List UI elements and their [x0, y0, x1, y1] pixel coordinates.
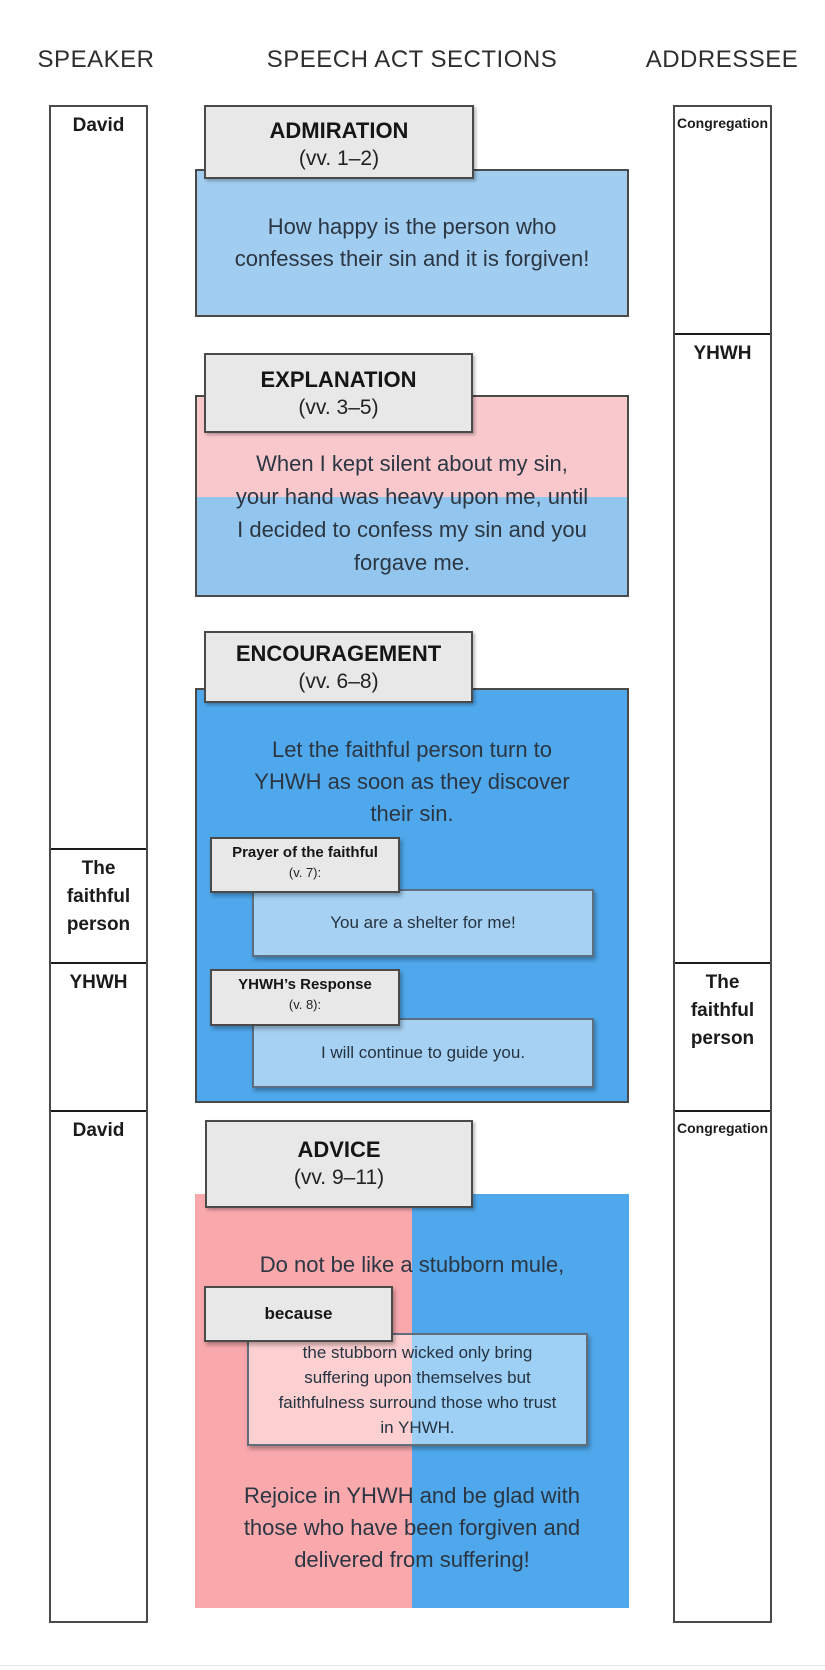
speaker-label: YHWH — [69, 972, 128, 993]
addressee-label: The faithful person — [690, 972, 755, 1049]
addressee-segment-yhwh: YHWH — [675, 333, 770, 962]
explanation-header-box: EXPLANATION (vv. 3–5) — [204, 353, 473, 433]
reason-line: faithfulness surround those who trust — [278, 1393, 557, 1412]
encouragement-header-box: ENCOURAGEMENT (vv. 6–8) — [204, 631, 473, 703]
addressee-label: Congregation — [677, 115, 768, 131]
speaker-label: The faithful person — [66, 858, 131, 935]
speech-line: YHWH as soon as they discover — [254, 769, 570, 794]
section-title: EXPLANATION — [260, 367, 417, 392]
addressee-heading: ADDRESSEE — [645, 46, 799, 73]
advice-pink-half — [195, 1194, 412, 1608]
section-verse-range: (vv. 3–5) — [298, 396, 379, 419]
speaker-column: David The faithful person YHWH David — [49, 105, 148, 1623]
speaker-segment-david-1: David — [51, 107, 146, 848]
quote-text: You are a shelter for me! — [330, 913, 516, 932]
speech-line: How happy is the person who — [267, 214, 557, 239]
speech-line: Do not be like a stubborn mule, — [259, 1252, 565, 1277]
speech-line: I decided to confess my sin and you — [237, 517, 587, 542]
prayer-of-the-faithful-label-box: Prayer of the faithful (v. 7): — [210, 837, 400, 893]
response-quote-box: I will continue to guide you. — [252, 1018, 594, 1088]
section-verse-range: (vv. 9–11) — [293, 1166, 385, 1189]
reason-line: the stubborn wicked only bring — [302, 1343, 533, 1362]
speech-line: forgave me. — [353, 550, 471, 575]
addressee-segment-faithful-person: The faithful person — [675, 962, 770, 1110]
speech-line: delivered from suffering! — [294, 1547, 530, 1572]
sub-verse: (v. 8): — [288, 997, 322, 1012]
page-bottom-divider — [0, 1665, 825, 1666]
advice-blue-half — [412, 1194, 629, 1608]
prayer-quote-box: You are a shelter for me! — [252, 889, 594, 957]
speech-line: their sin. — [370, 801, 454, 826]
admiration-header-box: ADMIRATION (vv. 1–2) — [204, 105, 474, 179]
sub-verse: (v. 7): — [288, 865, 322, 880]
yhwh-response-label-box: YHWH’s Response (v. 8): — [210, 969, 400, 1026]
sub-label: Prayer of the faithful — [232, 844, 378, 861]
encouragement-content-box: Let the faithful person turn to YHWH as … — [195, 688, 629, 1103]
speech-line: Rejoice in YHWH and be glad with — [244, 1483, 580, 1508]
speaker-segment-yhwh: YHWH — [51, 962, 146, 1110]
speech-line: your hand was heavy upon me, until — [235, 484, 589, 509]
sub-label: YHWH’s Response — [238, 976, 372, 993]
admiration-content-box: How happy is the person who confesses th… — [195, 169, 629, 317]
section-title: ADMIRATION — [269, 118, 409, 143]
speaker-segment-faithful-person: The faithful person — [51, 848, 146, 962]
speech-act-sections-heading: SPEECH ACT SECTIONS — [266, 46, 558, 73]
speech-line: When I kept silent about my sin, — [256, 451, 568, 476]
speaker-label: David — [72, 1120, 125, 1141]
because-label: because — [264, 1304, 333, 1323]
addressee-column: Congregation YHWH The faithful person Co… — [673, 105, 772, 1623]
addressee-segment-congregation-2: Congregation — [675, 1110, 770, 1621]
quote-text: I will continue to guide you. — [320, 1043, 526, 1062]
reason-line: in YHWH. — [380, 1418, 455, 1437]
speech-line: confesses their sin and it is forgiven! — [234, 246, 590, 271]
addressee-label: YHWH — [693, 343, 752, 364]
reason-box: the stubborn wicked only bring suffering… — [247, 1333, 588, 1446]
advice-content-box: Do not be like a stubborn mule, because … — [195, 1194, 629, 1608]
section-verse-range: (vv. 1–2) — [298, 147, 380, 170]
section-verse-range: (vv. 6–8) — [298, 670, 379, 693]
reason-line: suffering upon themselves but — [304, 1368, 531, 1387]
speaker-segment-david-2: David — [51, 1110, 146, 1621]
speech-line: Let the faithful person turn to — [271, 737, 553, 762]
speech-line: those who have been forgiven and — [243, 1515, 581, 1540]
speaker-label: David — [72, 115, 125, 136]
addressee-segment-congregation-1: Congregation — [675, 107, 770, 333]
section-title: ENCOURAGEMENT — [235, 641, 442, 666]
section-title: ADVICE — [297, 1137, 381, 1162]
advice-header-box: ADVICE (vv. 9–11) — [205, 1120, 473, 1208]
speaker-heading: SPEAKER — [37, 46, 155, 73]
because-label-box: because — [204, 1286, 393, 1342]
addressee-label: Congregation — [677, 1120, 768, 1136]
